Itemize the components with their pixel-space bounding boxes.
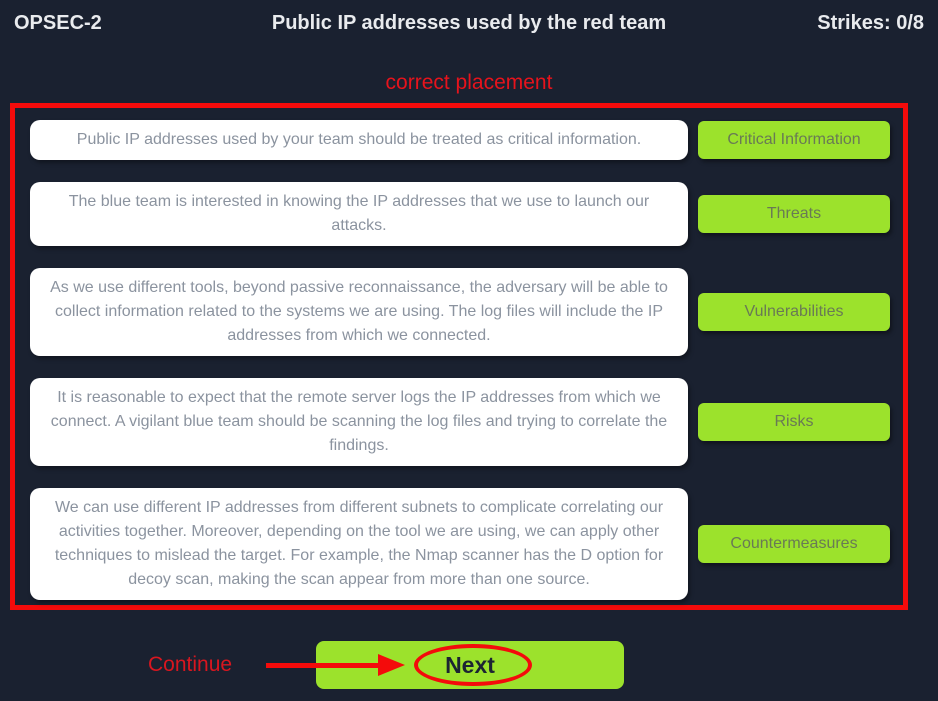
statement-card[interactable]: Public IP addresses used by your team sh…: [30, 120, 688, 160]
room-name: OPSEC-2: [14, 11, 102, 34]
match-row: As we use different tools, beyond passiv…: [30, 268, 890, 356]
strikes-counter: Strikes: 0/8: [817, 11, 924, 34]
category-target-critical-information[interactable]: Critical Information: [698, 121, 890, 159]
statement-card[interactable]: It is reasonable to expect that the remo…: [30, 378, 688, 466]
continue-annotation: Continue: [148, 653, 233, 676]
continue-arrow-head-icon: [378, 654, 405, 676]
top-bar: OPSEC-2 Public IP addresses used by the …: [0, 0, 938, 46]
statement-card[interactable]: The blue team is interested in knowing t…: [30, 182, 688, 246]
statement-card[interactable]: As we use different tools, beyond passiv…: [30, 268, 688, 356]
match-row: The blue team is interested in knowing t…: [30, 182, 890, 246]
match-row: Public IP addresses used by your team sh…: [30, 120, 890, 160]
matching-board: Public IP addresses used by your team sh…: [10, 103, 908, 610]
category-target-risks[interactable]: Risks: [698, 403, 890, 441]
correct-placement-annotation: correct placement: [385, 71, 553, 94]
match-row: It is reasonable to expect that the remo…: [30, 378, 890, 466]
category-target-vulnerabilities[interactable]: Vulnerabilities: [698, 293, 890, 331]
continue-arrow: [266, 663, 380, 668]
page-title: Public IP addresses used by the red team: [271, 11, 667, 34]
statement-card[interactable]: We can use different IP addresses from d…: [30, 488, 688, 600]
category-target-countermeasures[interactable]: Countermeasures: [698, 525, 890, 563]
category-target-threats[interactable]: Threats: [698, 195, 890, 233]
match-row: We can use different IP addresses from d…: [30, 488, 890, 600]
